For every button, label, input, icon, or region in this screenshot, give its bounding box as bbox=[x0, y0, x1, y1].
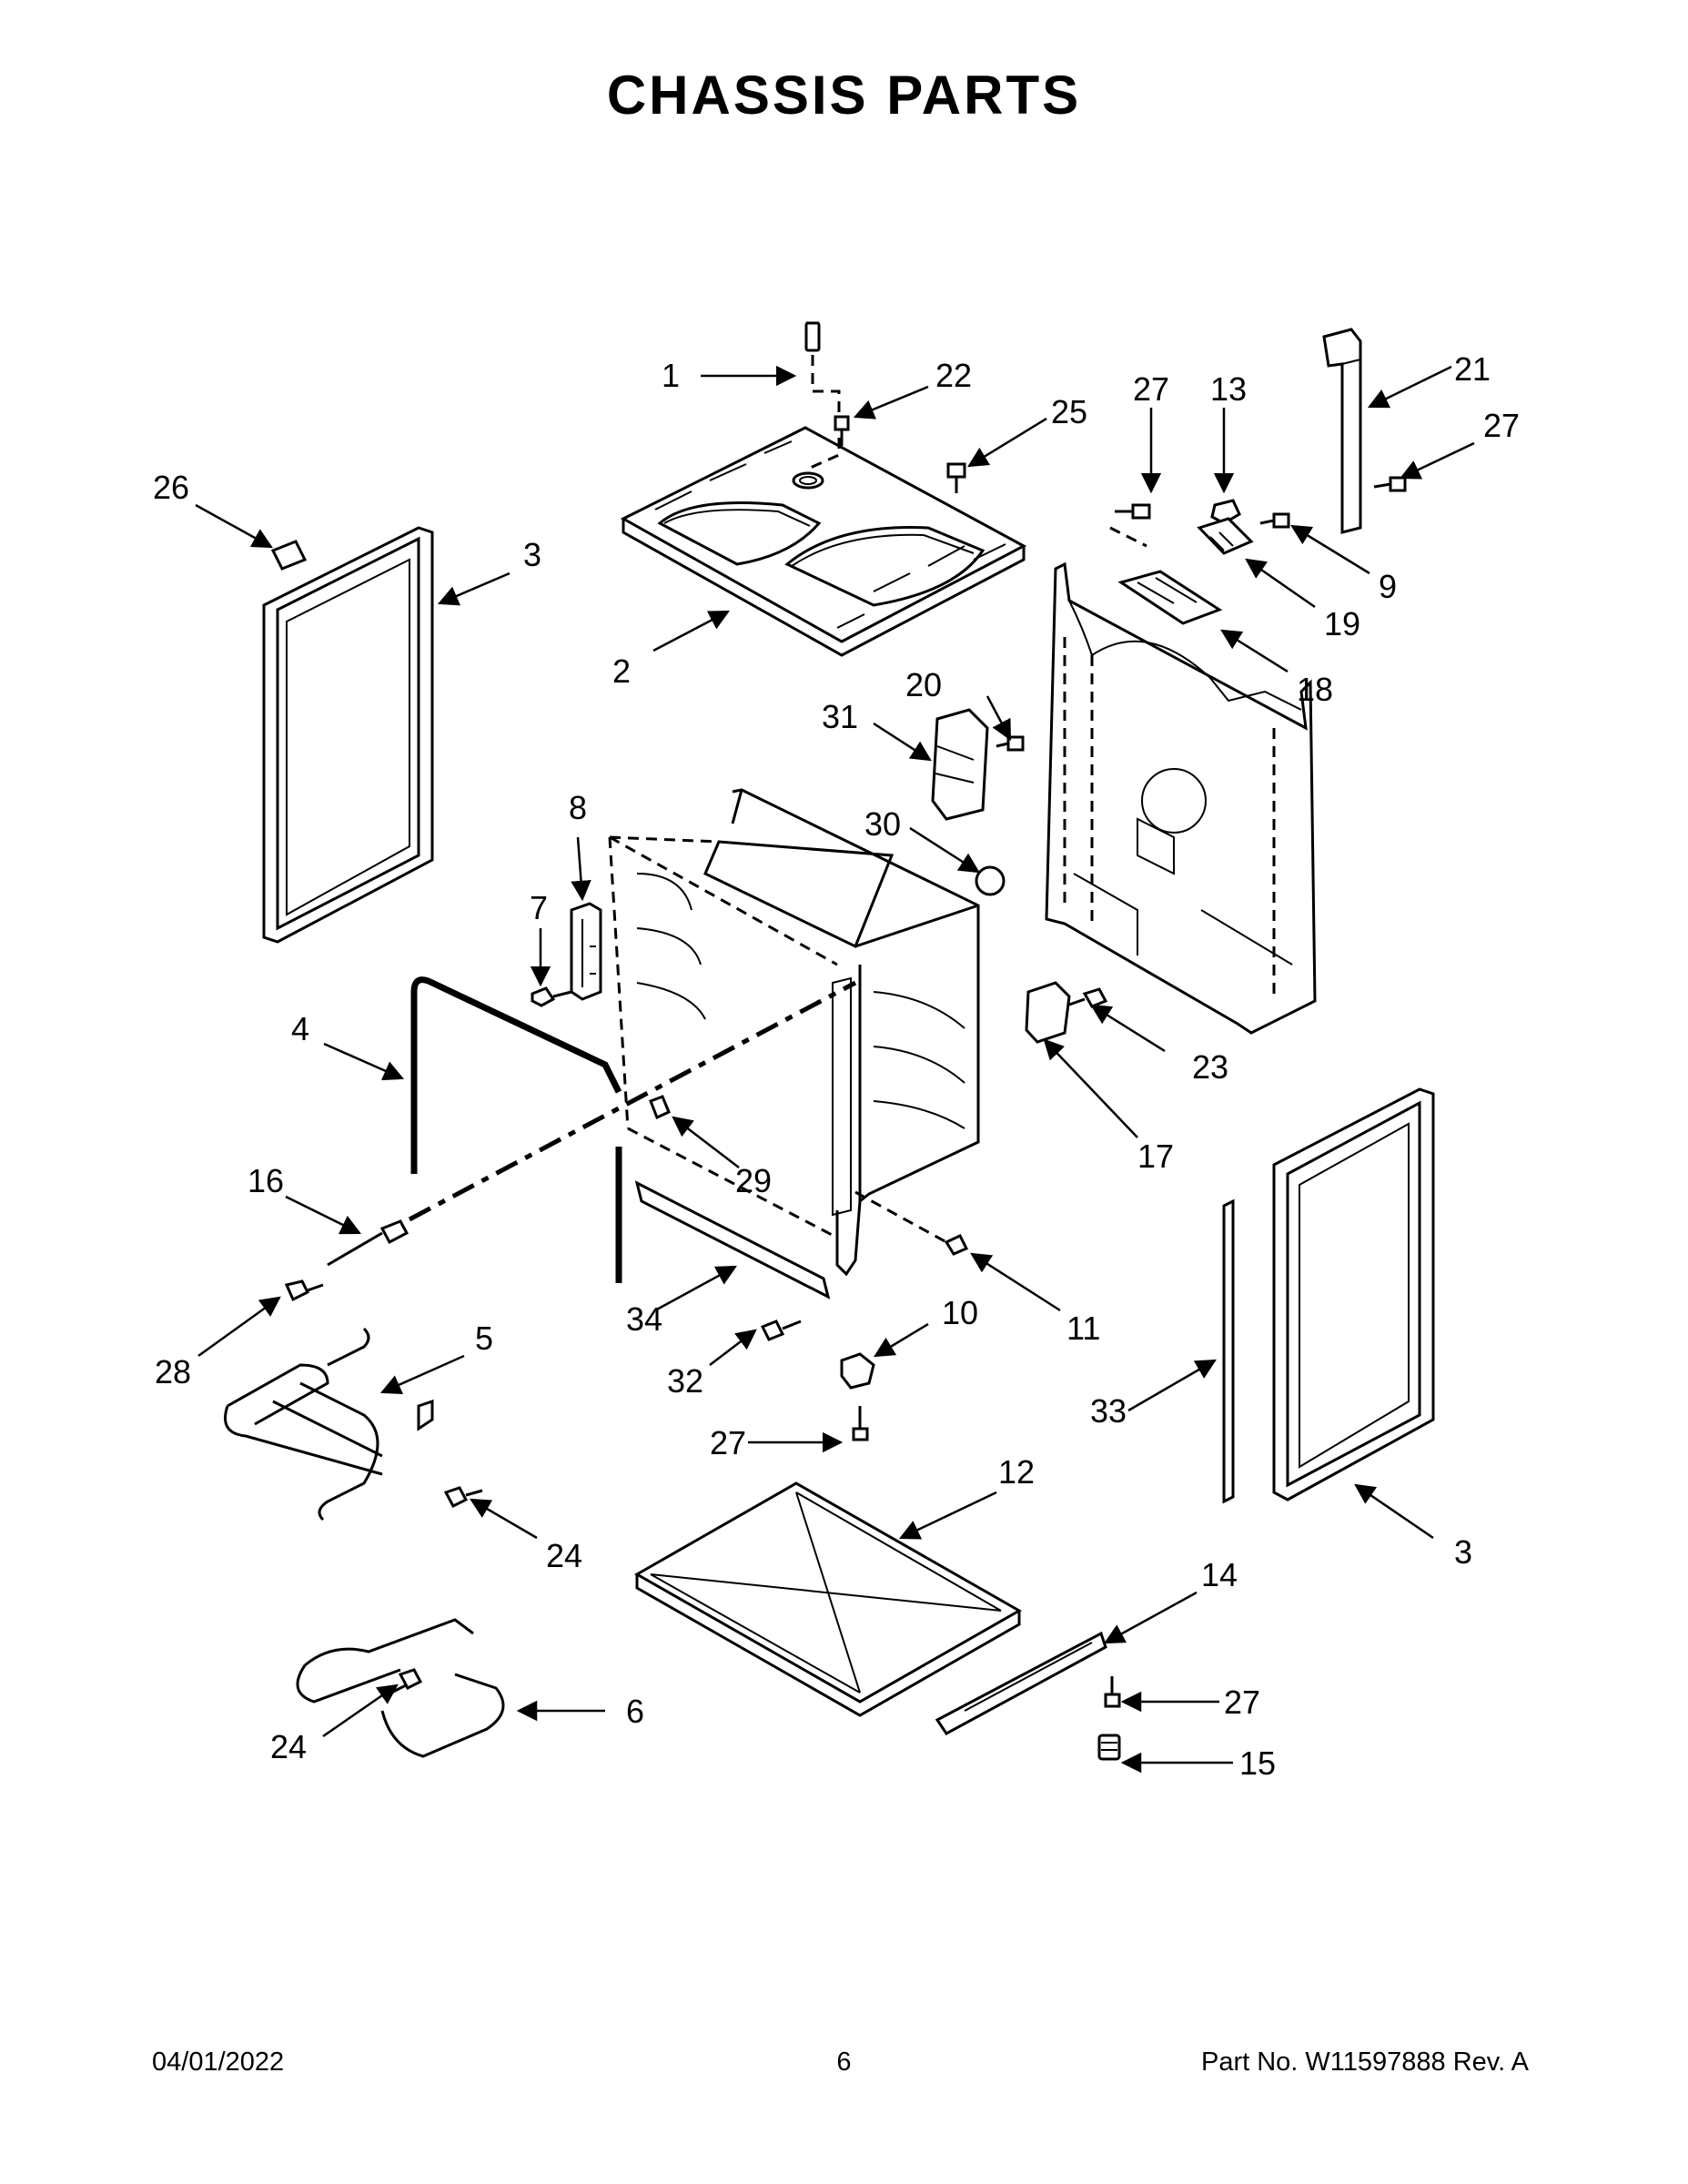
part-16-sensor bbox=[327, 980, 857, 1267]
callout-17: 17 bbox=[1137, 1138, 1174, 1175]
oven-cavity bbox=[608, 788, 980, 1277]
callout-21: 21 bbox=[1454, 350, 1491, 388]
callout-2: 2 bbox=[612, 652, 631, 690]
callout-20: 20 bbox=[905, 666, 942, 703]
callout-24: 24 bbox=[546, 1537, 582, 1574]
callout-18: 18 bbox=[1297, 671, 1333, 708]
callout-4: 4 bbox=[291, 1010, 309, 1047]
callout-34: 34 bbox=[626, 1300, 662, 1338]
callout-32: 32 bbox=[667, 1362, 703, 1400]
part-14-rail bbox=[935, 1631, 1107, 1735]
part-25-screw bbox=[946, 462, 966, 493]
callout-22: 22 bbox=[935, 357, 972, 394]
part-19-terminal-block bbox=[1197, 517, 1254, 555]
part-23-screw bbox=[1068, 987, 1108, 1008]
part-8-hinge-bracket bbox=[570, 902, 602, 1001]
part-30-plug bbox=[975, 865, 1006, 896]
part-3-left-side-panel bbox=[262, 526, 434, 944]
part-15-leveling-leg bbox=[1097, 1734, 1121, 1761]
part-32-screw bbox=[760, 1320, 802, 1341]
part-4-gasket bbox=[410, 976, 622, 1283]
part-27-screw-b bbox=[1373, 476, 1407, 492]
part-29-light-holder bbox=[649, 1095, 671, 1120]
part-5-bake-element bbox=[224, 1327, 434, 1522]
part-34-trim bbox=[634, 1180, 831, 1299]
callout-26: 26 bbox=[153, 469, 189, 506]
callout-29: 29 bbox=[735, 1162, 772, 1199]
callout-23: 23 bbox=[1192, 1048, 1228, 1086]
part-1-stud bbox=[804, 321, 841, 470]
callout-3: 3 bbox=[1454, 1533, 1472, 1571]
part-31-box bbox=[931, 708, 989, 821]
part-21-bracket bbox=[1322, 328, 1362, 534]
callout-7: 7 bbox=[530, 889, 548, 926]
part-10-switch bbox=[840, 1352, 875, 1390]
callout-8: 8 bbox=[569, 789, 587, 826]
callout-11: 11 bbox=[1066, 1309, 1100, 1347]
callout-5: 5 bbox=[475, 1320, 493, 1357]
part-7-screw bbox=[531, 986, 572, 1007]
callout-13: 13 bbox=[1210, 370, 1247, 408]
part-27-screw-a bbox=[1109, 503, 1151, 548]
callout-16: 16 bbox=[248, 1162, 284, 1199]
part-11-screw bbox=[854, 1190, 969, 1256]
callout-27: 27 bbox=[710, 1424, 746, 1461]
back-panel bbox=[1045, 561, 1317, 1035]
callout-15: 15 bbox=[1239, 1744, 1276, 1782]
callout-25: 25 bbox=[1051, 393, 1087, 430]
part-3-right-side-panel bbox=[1272, 1087, 1435, 1502]
callout-14: 14 bbox=[1201, 1556, 1238, 1593]
callout-27: 27 bbox=[1224, 1684, 1260, 1721]
footer-date: 04/01/2022 bbox=[152, 2048, 285, 2077]
part-24-screw-a bbox=[443, 1486, 483, 1508]
part-26-clip bbox=[270, 540, 308, 571]
callout-31: 31 bbox=[822, 698, 858, 735]
leader-lines bbox=[195, 365, 1475, 1774]
callout-9: 9 bbox=[1379, 568, 1397, 605]
page-title: CHASSIS PARTS bbox=[606, 65, 1082, 126]
callout-24: 24 bbox=[270, 1728, 307, 1765]
callout-12: 12 bbox=[998, 1453, 1035, 1491]
part-20-screw bbox=[996, 735, 1025, 752]
part-9-screw bbox=[1259, 512, 1290, 529]
callout-3: 3 bbox=[523, 536, 541, 573]
part-22-screw bbox=[834, 415, 850, 446]
callout-30: 30 bbox=[864, 805, 901, 843]
callout-6: 6 bbox=[626, 1693, 644, 1730]
part-27-screw-d bbox=[1104, 1676, 1121, 1708]
callout-33: 33 bbox=[1090, 1392, 1127, 1430]
part-12-bottom-panel bbox=[633, 1481, 1023, 1717]
callout-10: 10 bbox=[942, 1294, 978, 1331]
callout-1: 1 bbox=[662, 357, 680, 394]
callout-27: 27 bbox=[1133, 370, 1169, 408]
part-33-strip bbox=[1222, 1198, 1235, 1504]
callout-28: 28 bbox=[155, 1353, 191, 1390]
footer-part-number: Part No. W11597888 Rev. A bbox=[1200, 2048, 1529, 2077]
callout-27: 27 bbox=[1483, 407, 1520, 444]
part-28-screw bbox=[284, 1279, 324, 1302]
part-13-nut bbox=[1210, 499, 1241, 525]
callout-19: 19 bbox=[1324, 605, 1360, 642]
callout-labels: 1 22 25 27 13 21 27 9 19 18 26 3 2 20 31… bbox=[153, 350, 1520, 1782]
part-27-screw-c bbox=[852, 1406, 869, 1441]
part-2-top-panel bbox=[620, 426, 1027, 657]
part-6-broil-element bbox=[296, 1618, 505, 1758]
footer-page-number: 6 bbox=[836, 2048, 852, 2077]
part-17-bracket bbox=[1025, 981, 1071, 1044]
part-24-screw-b bbox=[398, 1668, 423, 1690]
part-18-bracket bbox=[1117, 570, 1223, 625]
